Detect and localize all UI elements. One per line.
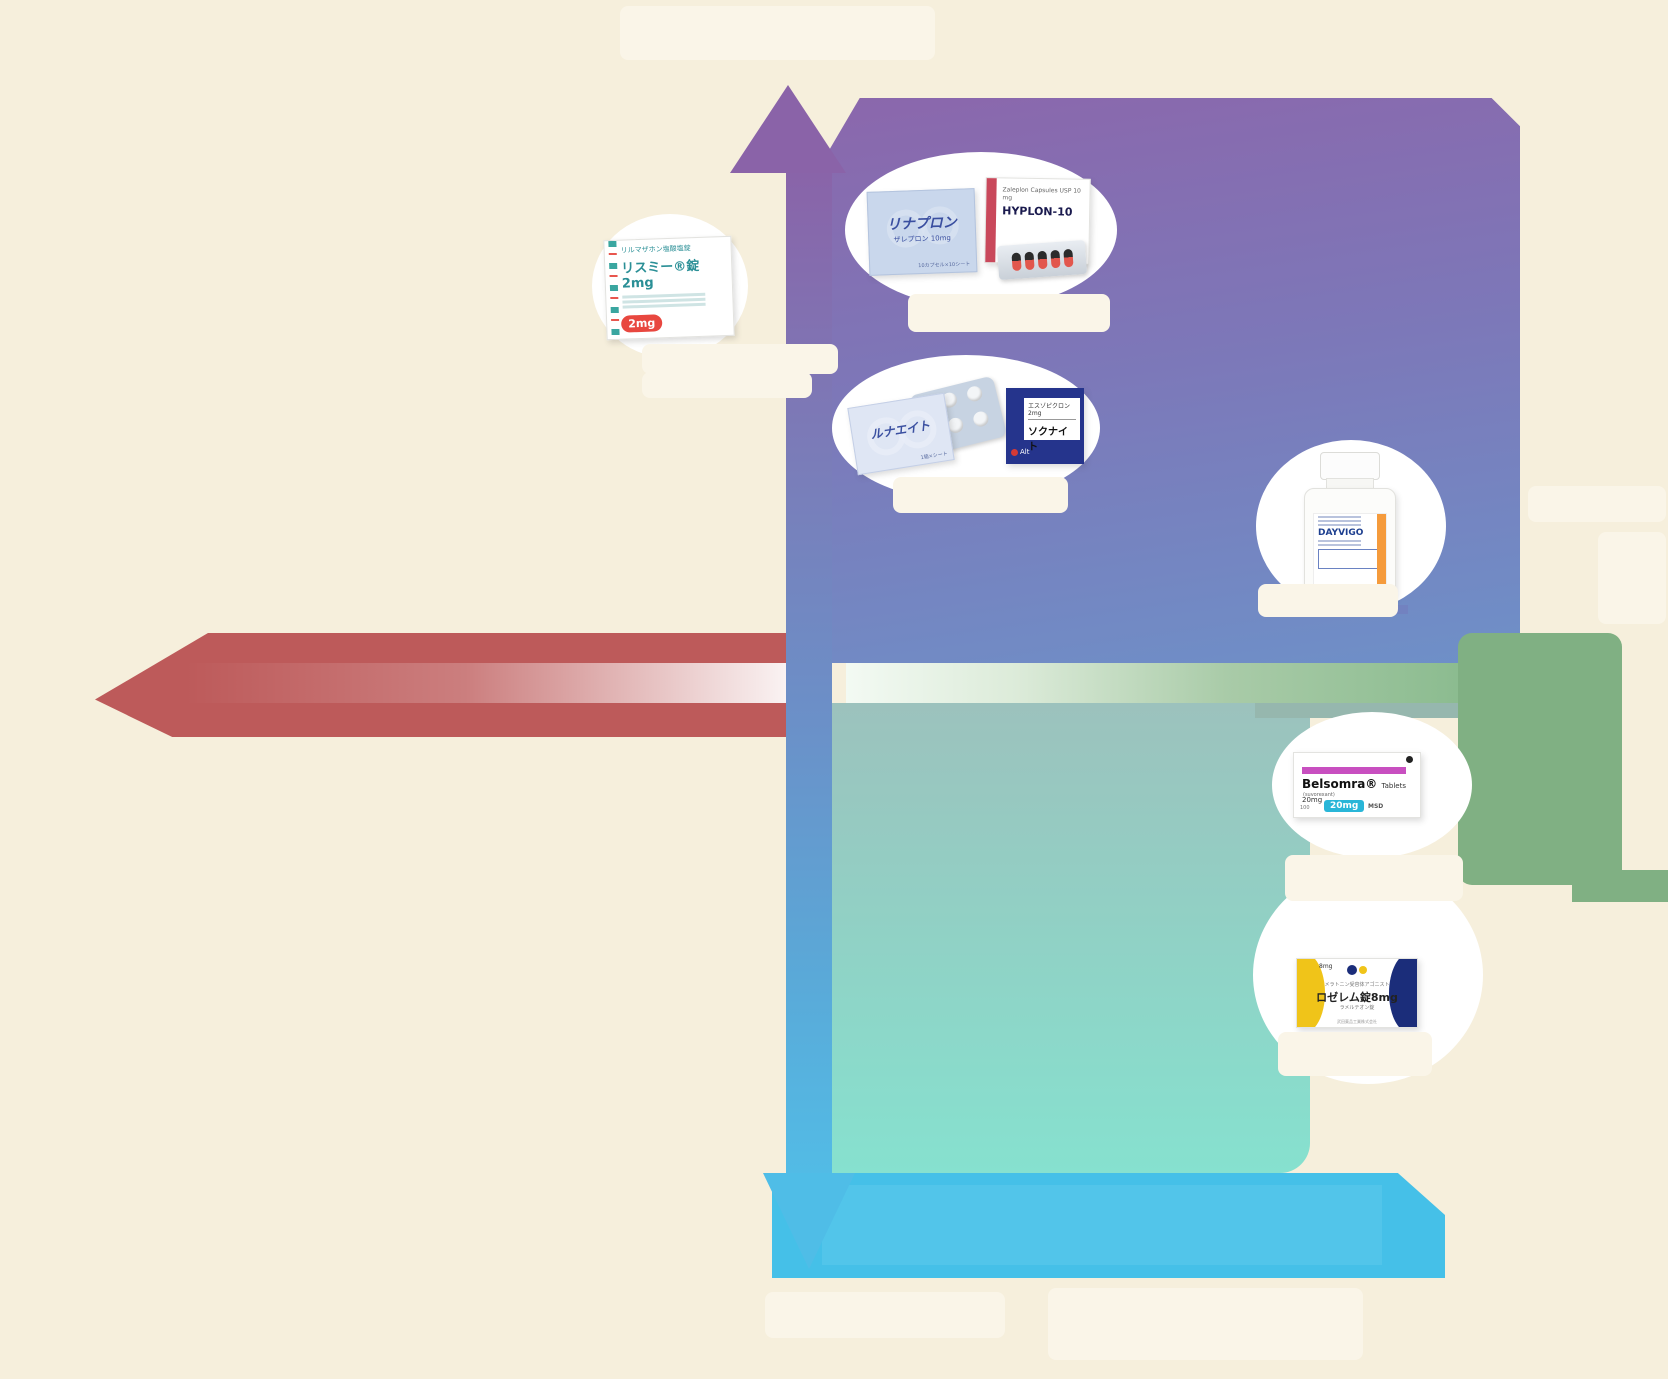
capsule-icon xyxy=(1010,252,1022,272)
green-axis-end-tail xyxy=(1572,870,1668,902)
sun-icon xyxy=(1359,966,1367,974)
horizontal-axis-gradient-left xyxy=(185,663,810,703)
pill-icon xyxy=(971,410,990,429)
logo-dot-icon xyxy=(1406,756,1413,763)
dayvigo-fineprint-lines xyxy=(1314,540,1386,546)
rozerem-label-blob xyxy=(1278,1032,1432,1076)
bottom-caption-blob-left xyxy=(765,1292,1005,1338)
dayvigo-name: DAYVIGO xyxy=(1318,528,1364,538)
belsomra-magenta-stripe xyxy=(1302,767,1406,774)
dayvigo-label: DAYVIGO xyxy=(1313,513,1387,589)
capsule-icon xyxy=(1049,249,1061,269)
rismee-strength-badge: 2mg xyxy=(620,314,663,333)
belsomra-maker: MSD xyxy=(1368,803,1384,810)
belsomra-count: 100 xyxy=(1300,805,1310,811)
belsomra-label-blob xyxy=(1285,855,1463,901)
hyplon-capsule-blister xyxy=(996,239,1088,281)
belsomra-strength-badge: 20mg xyxy=(1324,800,1365,812)
belsomra-maker-logo xyxy=(1406,756,1415,763)
rozerem-generic: ラメルテオン錠 xyxy=(1339,1005,1375,1011)
product-rozerem-box: 8mg メラトニン受容体アゴニスト ロゼレム錠8mg ラメルテオン錠 武田薬品工… xyxy=(1296,958,1418,1028)
soknite-label-panel: エスゾピクロン 2mg ソクナイト xyxy=(1024,398,1080,453)
soknite-generic-text: エスゾピクロン 2mg xyxy=(1028,401,1076,420)
vertical-axis-shaft xyxy=(786,160,832,1180)
title-label-blob xyxy=(620,6,935,60)
hyplon-generic-text: Zaleplon Capsules USP 10 mg xyxy=(1002,186,1081,202)
product-belsomra-box: Belsomra® Tablets 20mg (suvorexant) 100 … xyxy=(1293,752,1421,818)
rozerem-yellow-panel xyxy=(1297,959,1325,1027)
green-axis-end-block xyxy=(1458,633,1622,885)
lunait-footnote: 1箱×シート xyxy=(920,450,949,462)
pill-icon xyxy=(965,384,984,403)
rozerem-class-text: メラトニン受容体アゴニスト xyxy=(1324,982,1390,988)
rismee-fineprint-lines xyxy=(622,292,726,309)
rismee-name: リスミー®錠2mg xyxy=(621,258,700,292)
product-rismee-box: リルマザホン塩酸塩錠 リスミー®錠2mg 2mg xyxy=(603,235,735,341)
soknite-name: ソクナイト xyxy=(1028,427,1068,453)
soknite-maker-logo: Alt xyxy=(1011,448,1029,456)
dayvigo-fineprint-lines xyxy=(1314,516,1386,526)
capsule-icon xyxy=(1023,251,1035,271)
product-dayvigo-bottle: DAYVIGO xyxy=(1302,452,1396,602)
bottom-cyan-band-inner xyxy=(822,1185,1382,1265)
belsomra-name: Belsomra® Tablets 20mg xyxy=(1302,777,1420,805)
rozerem-name: ロゼレム錠8mg xyxy=(1316,991,1398,1004)
bottle-body: DAYVIGO xyxy=(1304,488,1396,602)
rinapron-label-blob xyxy=(908,294,1110,332)
hyplon-red-stripe xyxy=(985,178,997,263)
rinapron-footnote: 10カプセル×10シート xyxy=(918,261,971,270)
bottle-cap xyxy=(1320,452,1380,480)
product-rinapron-box: リナプロン ザレプロン 10mg 10カプセル×10シート xyxy=(866,188,978,276)
dayvigo-info-box xyxy=(1318,549,1382,569)
rozerem-maker: 武田薬品工業株式会社 xyxy=(1337,1019,1377,1024)
rismee-label-blob-line1 xyxy=(642,344,838,374)
rozerem-moon-logo xyxy=(1347,965,1367,975)
belsomra-strength: Tablets 20mg xyxy=(1302,782,1406,804)
rozerem-corner-strength: 8mg xyxy=(1319,963,1333,970)
soknite-maker-text: Alt xyxy=(1020,448,1030,456)
hyplon-name: HYPLON-10 xyxy=(1002,204,1073,219)
belsomra-generic: (suvorexant) xyxy=(1303,792,1335,798)
rismee-label-blob-line2 xyxy=(642,372,812,398)
horizontal-axis-thin-band xyxy=(1255,703,1458,718)
product-soknite-box: エスゾピクロン 2mg ソクナイト Alt xyxy=(1006,388,1084,464)
dayvigo-orange-stripe xyxy=(1377,514,1386,588)
quadrant-field-bottom-right xyxy=(823,703,1310,1173)
dayvigo-label-blob xyxy=(1258,584,1398,617)
right-axis-label-blob-1 xyxy=(1528,486,1666,522)
rinapron-name: リナプロン xyxy=(886,214,957,234)
moon-icon xyxy=(1347,965,1357,975)
logo-dot-icon xyxy=(1011,448,1018,456)
soknite-label-blob xyxy=(893,477,1068,513)
capsule-icon xyxy=(1036,250,1048,270)
horizontal-axis-gradient-right xyxy=(846,663,1458,703)
rismee-side-stripes xyxy=(608,240,620,340)
vertical-axis-up-arrowhead xyxy=(730,85,846,173)
belsomra-brand: Belsomra® xyxy=(1302,777,1378,791)
capsule-icon xyxy=(1062,248,1074,268)
bottom-caption-blob-right xyxy=(1048,1288,1363,1360)
right-axis-label-blob-2 xyxy=(1598,532,1666,624)
rozerem-navy-panel xyxy=(1389,959,1417,1027)
